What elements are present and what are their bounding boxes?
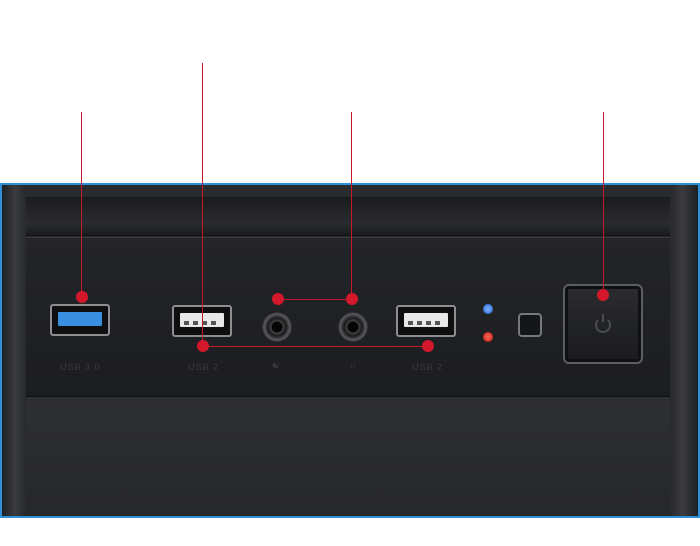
case-right-edge	[672, 185, 698, 516]
usb2-port-right[interactable]	[396, 305, 456, 337]
callout-line-audio-bracket	[278, 299, 351, 300]
usb2-left-label: USB 2	[188, 362, 220, 372]
usb3-port-tongue	[58, 312, 102, 326]
power-icon	[595, 314, 611, 333]
usb3-port[interactable]	[50, 304, 110, 336]
callout-line-usb2-bracket	[202, 346, 428, 347]
usb2-right-label: USB 2	[412, 362, 444, 372]
callout-dot-usb2-left	[197, 340, 209, 352]
power-led	[483, 304, 493, 314]
usb2-right-pins	[408, 321, 444, 325]
callout-dot-power	[597, 289, 609, 301]
drive-bay-panel	[26, 397, 670, 516]
callout-dot-usb2-right	[422, 340, 434, 352]
callout-line-usb3	[81, 112, 82, 296]
callout-line-usb2	[202, 63, 203, 346]
case-left-edge	[2, 185, 24, 516]
callout-dot-microphone	[346, 293, 358, 305]
callout-dot-usb3	[76, 291, 88, 303]
callout-dot-headphone	[272, 293, 284, 305]
headphone-icon: ☯	[272, 360, 282, 370]
hdd-led	[483, 332, 493, 342]
headphone-jack[interactable]	[262, 312, 292, 342]
microphone-jack[interactable]	[338, 312, 368, 342]
callout-line-power	[603, 112, 604, 295]
callout-line-audio	[351, 112, 352, 299]
reset-button[interactable]	[518, 313, 542, 337]
microphone-icon: ♫	[349, 360, 357, 370]
case-top-strip	[26, 197, 670, 236]
usb3-port-label: USB 3.0	[60, 362, 101, 372]
